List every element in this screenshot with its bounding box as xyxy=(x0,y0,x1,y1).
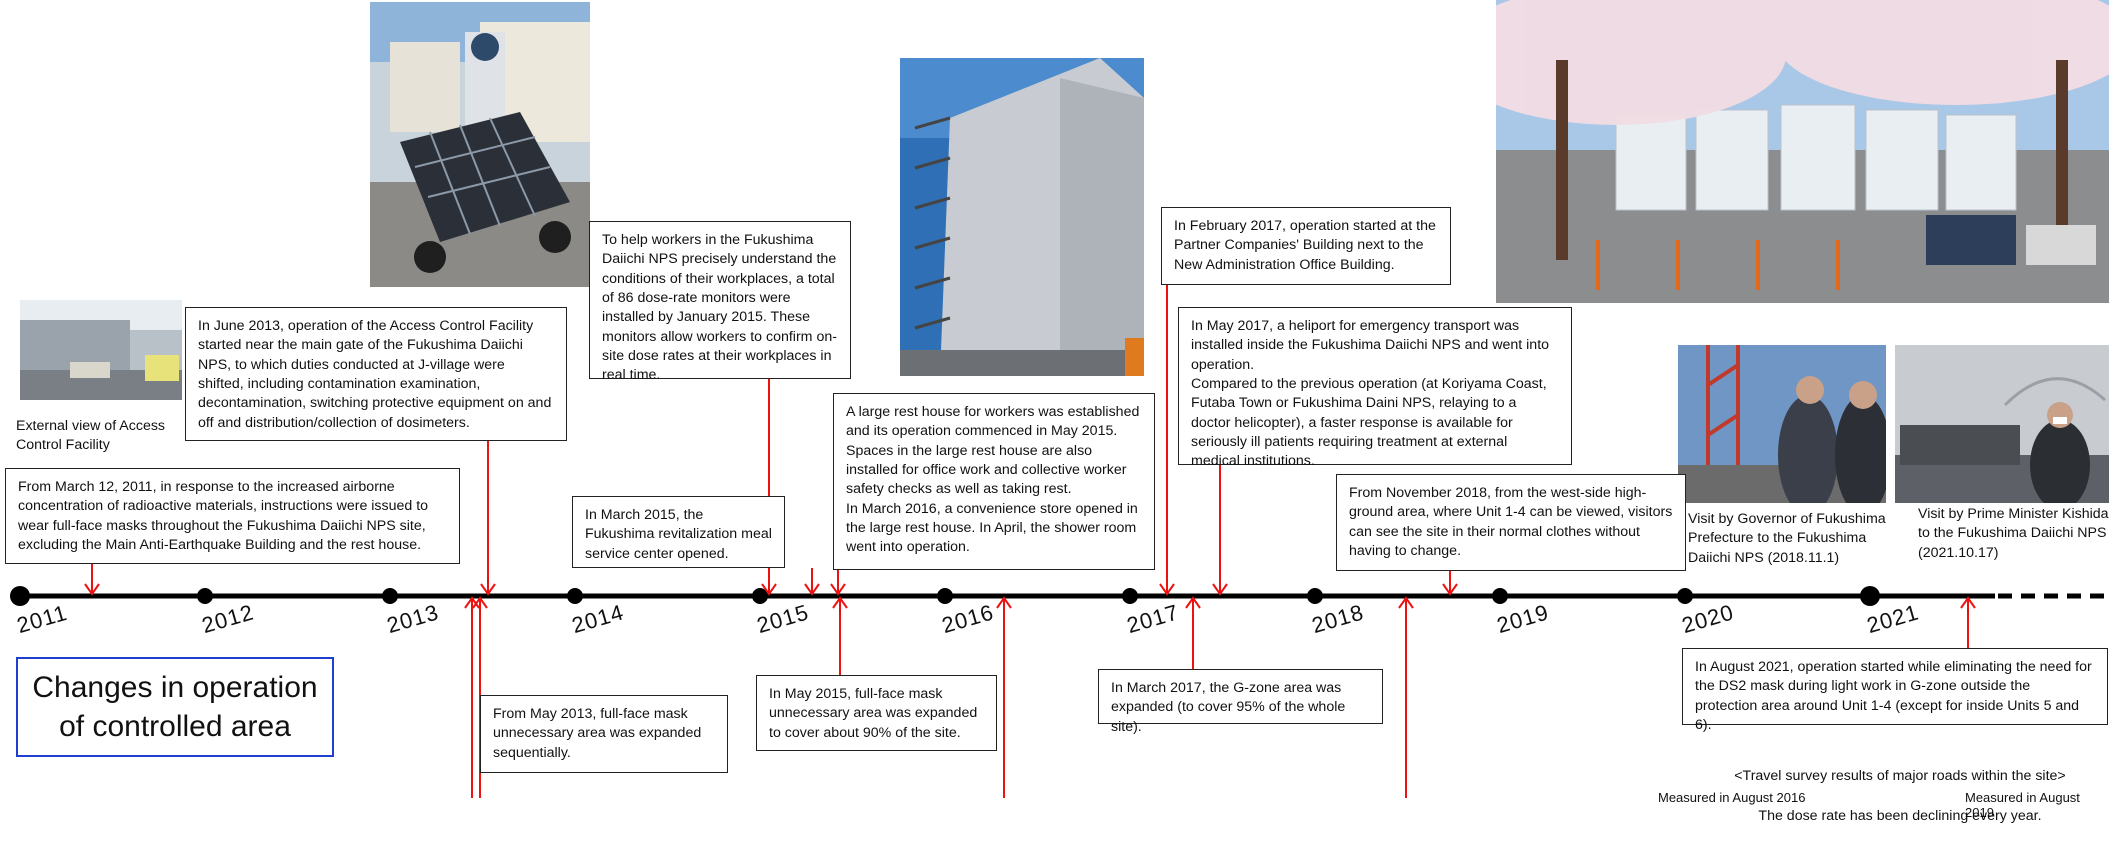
event-2017-g-zone-expansion: In March 2017, the G-zone area was expan… xyxy=(1098,669,1383,735)
event-2013-access-control-facility: In June 2013, operation of the Access Co… xyxy=(185,307,567,441)
year-marker-2012 xyxy=(197,588,213,604)
prime-minister-visit-caption: Visit by Prime Minister Kishida to the F… xyxy=(1918,506,2109,561)
dose-rate-monitor-photo xyxy=(370,2,590,287)
pointer-2015-meal xyxy=(804,568,820,596)
event-2018-visitors-normal-clothes: From November 2018, from the west-side h… xyxy=(1336,474,1686,571)
pointer-2018-visitors xyxy=(1442,571,1458,596)
pointer-2017-partner xyxy=(1159,285,1175,596)
page-title: Changes in operation of controlled area xyxy=(16,657,334,757)
year-marker-2017 xyxy=(1122,588,1138,604)
year-marker-2015 xyxy=(752,588,768,604)
large-rest-house-photo xyxy=(900,58,1144,376)
access-control-facility-caption: External view of Access Control Facility xyxy=(16,418,166,454)
year-marker-2016 xyxy=(937,588,953,604)
year-marker-2020 xyxy=(1677,588,1693,604)
year-marker-2011 xyxy=(10,586,30,606)
event-2015-mask-area-90pct: In May 2015, full-face mask unnecessary … xyxy=(756,675,997,751)
year-marker-2014 xyxy=(567,588,583,604)
timeline-graphic xyxy=(10,285,2105,798)
year-marker-2018 xyxy=(1307,588,1323,604)
pointer-2013-mask-area-a xyxy=(464,596,480,798)
event-2015-meal-service-center: In March 2015, the Fukushima revitalizat… xyxy=(572,496,785,568)
pointer-2018-survey xyxy=(1398,596,1414,798)
pointer-2021-ds2 xyxy=(1960,596,1976,648)
event-2017-heliport: In May 2017, a heliport for emergency tr… xyxy=(1178,307,1572,469)
event-2017-partner-companies-building: In February 2017, operation started at t… xyxy=(1161,207,1451,285)
event-2021-ds2-mask: In August 2021, operation started while … xyxy=(1682,648,2108,733)
year-marker-2021 xyxy=(1860,586,1880,606)
cherry-blossom-site-photo xyxy=(1496,0,2109,303)
event-2015-large-rest-house: A large rest house for workers was estab… xyxy=(833,393,1155,570)
pointer-2013-access-control xyxy=(480,441,496,596)
pointer-2015-mask-90 xyxy=(832,596,848,675)
measured-2019-label: Measured in August 2019 xyxy=(1965,790,2080,820)
year-marker-2013 xyxy=(382,588,398,604)
pointer-2011-masks xyxy=(84,564,100,596)
pointer-2016-rest-house xyxy=(996,596,1012,798)
access-control-facility-photo xyxy=(20,300,182,400)
event-2011-full-face-masks: From March 12, 2011, in response to the … xyxy=(5,468,460,564)
year-marker-2019 xyxy=(1492,588,1508,604)
governor-visit-photo xyxy=(1678,345,1886,503)
governor-visit-caption: Visit by Governor of Fukushima Prefectur… xyxy=(1688,511,1886,566)
pointer-2017-g-zone xyxy=(1185,596,1201,669)
travel-survey-heading: <Travel survey results of major roads wi… xyxy=(1734,767,2066,784)
event-2013-mask-area-expansion: From May 2013, full-face mask unnecessar… xyxy=(480,695,728,773)
pointer-2017-heliport xyxy=(1212,465,1228,596)
event-2015-dose-rate-monitors: To help workers in the Fukushima Daiichi… xyxy=(589,221,851,383)
prime-minister-visit-photo xyxy=(1895,345,2109,503)
pointer-2015-rest-house xyxy=(830,570,846,596)
